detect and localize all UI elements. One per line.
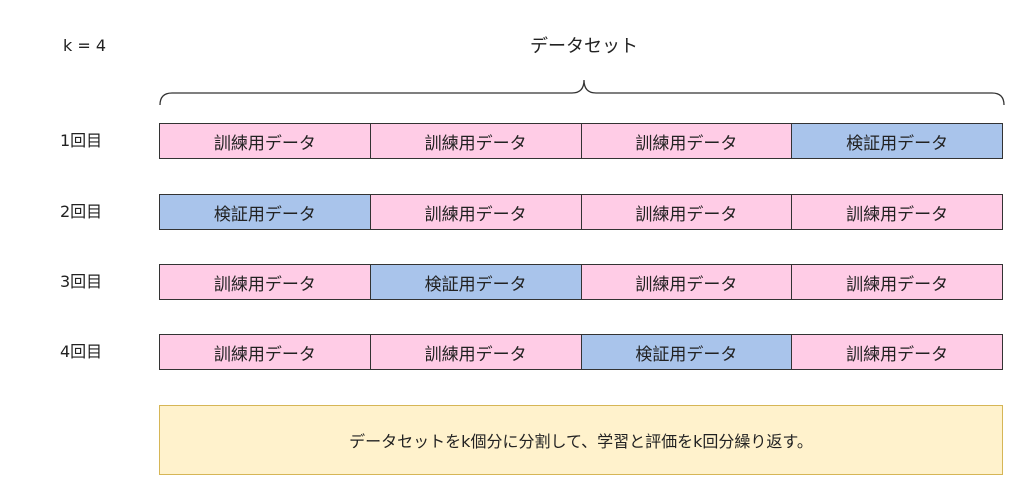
training-data-cell: 訓練用データ: [370, 195, 582, 229]
training-data-cell: 訓練用データ: [160, 335, 371, 369]
round-label: 2回目: [60, 202, 103, 221]
round-label: 1回目: [60, 131, 103, 150]
description-note: データセットをk個分に分割して、学習と評価をk回分繰り返す。: [159, 405, 1003, 475]
fold-row: 検証用データ訓練用データ訓練用データ訓練用データ: [159, 194, 1003, 230]
fold-row: 訓練用データ訓練用データ訓練用データ検証用データ: [159, 123, 1003, 159]
validation-data-cell: 検証用データ: [370, 265, 582, 299]
k-value-label: k = 4: [63, 36, 107, 55]
round-label: 4回目: [60, 342, 103, 361]
validation-data-cell: 検証用データ: [581, 335, 793, 369]
fold-row: 訓練用データ検証用データ訓練用データ訓練用データ: [159, 264, 1003, 300]
training-data-cell: 訓練用データ: [581, 195, 793, 229]
fold-row: 訓練用データ訓練用データ検証用データ訓練用データ: [159, 334, 1003, 370]
training-data-cell: 訓練用データ: [792, 265, 1002, 299]
round-label: 3回目: [60, 272, 103, 291]
training-data-cell: 訓練用データ: [792, 335, 1002, 369]
validation-data-cell: 検証用データ: [160, 195, 371, 229]
training-data-cell: 訓練用データ: [581, 124, 793, 158]
training-data-cell: 訓練用データ: [792, 195, 1002, 229]
dataset-title: データセット: [530, 36, 638, 57]
training-data-cell: 訓練用データ: [160, 265, 371, 299]
training-data-cell: 訓練用データ: [370, 335, 582, 369]
training-data-cell: 訓練用データ: [581, 265, 793, 299]
training-data-cell: 訓練用データ: [160, 124, 371, 158]
dataset-brace: [159, 79, 1005, 106]
training-data-cell: 訓練用データ: [370, 124, 582, 158]
validation-data-cell: 検証用データ: [792, 124, 1002, 158]
